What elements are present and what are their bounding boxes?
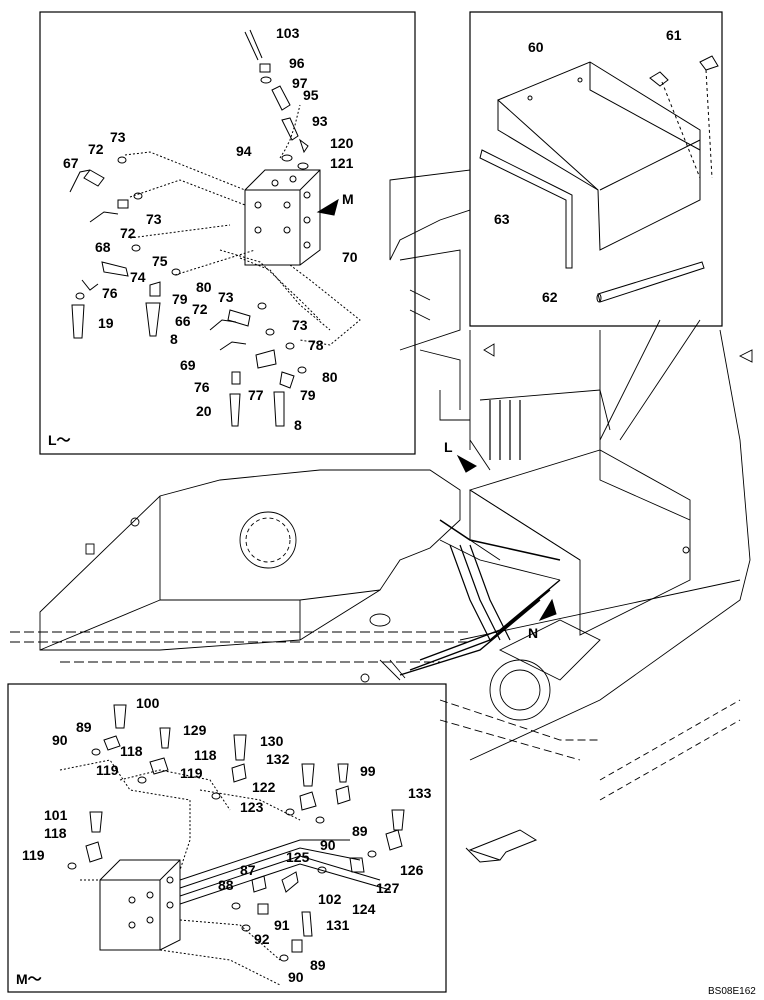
- callout-l: L: [444, 439, 453, 455]
- part-label: 92: [254, 931, 270, 947]
- part-label: 90: [52, 732, 68, 748]
- part-label: 90: [288, 969, 304, 985]
- part-label: 102: [318, 891, 342, 907]
- part-label: 118: [194, 747, 217, 763]
- part-label: 131: [326, 917, 350, 933]
- part-label: 73: [110, 129, 126, 145]
- part-label: 129: [183, 722, 207, 738]
- panel-m-caption: M～: [16, 971, 42, 987]
- part-label: 118: [44, 825, 67, 841]
- part-label: 60: [528, 39, 544, 55]
- callout-m: M: [342, 191, 354, 207]
- part-label: 62: [542, 289, 558, 305]
- panel-l-caption: L～: [48, 432, 71, 448]
- part-label: 19: [98, 315, 114, 331]
- part-label: 89: [310, 957, 326, 973]
- part-label: 73: [218, 289, 234, 305]
- part-label: 70: [342, 249, 358, 265]
- part-label: 126: [400, 862, 424, 878]
- part-label: 77: [248, 387, 264, 403]
- part-label: 69: [180, 357, 196, 373]
- part-label: 76: [194, 379, 210, 395]
- part-label: 122: [252, 779, 276, 795]
- part-label: 73: [146, 211, 162, 227]
- part-label: 93: [312, 113, 328, 129]
- part-label: 80: [322, 369, 338, 385]
- part-label: 119: [96, 762, 119, 778]
- detail-panel-m: [7, 683, 447, 993]
- machine-frame: [10, 169, 753, 801]
- part-label: 68: [95, 239, 111, 255]
- part-label: 100: [136, 695, 160, 711]
- part-label: 8: [170, 331, 178, 347]
- part-label: 67: [63, 155, 79, 171]
- part-label: 130: [260, 733, 284, 749]
- panel-l-labels: 103 96 97 95 93 120 121 94 73 72 67 73 7…: [63, 25, 358, 433]
- part-label: 119: [180, 765, 203, 781]
- part-label: 20: [196, 403, 212, 419]
- part-label: 80: [196, 279, 212, 295]
- direction-arrow: [468, 829, 538, 861]
- part-label: 90: [320, 837, 336, 853]
- part-label: 75: [152, 253, 168, 269]
- panel-top-right-labels: 60 61 63 62: [494, 27, 682, 305]
- part-label: 97: [292, 75, 308, 91]
- callout-n: N: [528, 625, 538, 641]
- part-label: 89: [76, 719, 92, 735]
- part-label: 61: [666, 27, 682, 43]
- part-label: 132: [266, 751, 290, 767]
- part-label: 66: [175, 313, 191, 329]
- part-label: 125: [286, 849, 310, 865]
- part-label: 123: [240, 799, 264, 815]
- detail-panel-top-right: [469, 11, 723, 327]
- arrow-l: [456, 454, 477, 473]
- part-label: 88: [218, 877, 234, 893]
- part-label: 103: [276, 25, 300, 41]
- part-label: 72: [120, 225, 136, 241]
- part-label: 127: [376, 880, 400, 896]
- part-label: 63: [494, 211, 510, 227]
- part-label: 96: [289, 55, 305, 71]
- part-label: 79: [172, 291, 188, 307]
- part-label: 76: [102, 285, 118, 301]
- part-label: 87: [240, 862, 256, 878]
- part-label: 99: [360, 763, 376, 779]
- part-label: 72: [192, 301, 208, 317]
- part-label: 119: [22, 847, 45, 863]
- part-label: 89: [352, 823, 368, 839]
- part-label: 91: [274, 917, 290, 933]
- part-label: 72: [88, 141, 104, 157]
- part-label: 95: [303, 87, 319, 103]
- part-label: 124: [352, 901, 376, 917]
- detail-panel-l: [39, 11, 416, 455]
- panel-m-labels: 100 129 89 90 118 130 119 118 132 99 119…: [22, 695, 432, 985]
- part-label: 120: [330, 135, 354, 151]
- part-label: 79: [300, 387, 316, 403]
- part-label: 101: [44, 807, 68, 823]
- part-label: 94: [236, 143, 252, 159]
- part-label: 8: [294, 417, 302, 433]
- part-label: 74: [130, 269, 146, 285]
- part-label: 133: [408, 785, 432, 801]
- part-label: 73: [292, 317, 308, 333]
- drawing-code: BS08E162: [708, 986, 756, 997]
- part-label: 118: [120, 743, 143, 759]
- part-label: 78: [308, 337, 324, 353]
- part-label: 121: [330, 155, 354, 171]
- arrow-n: [538, 598, 557, 621]
